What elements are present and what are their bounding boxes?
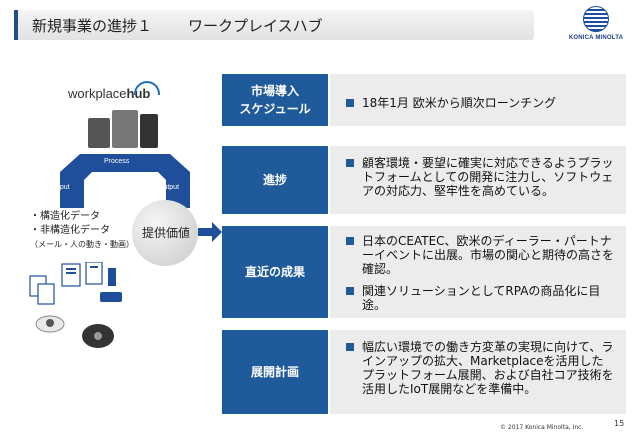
row-body-progress: 顧客環境・要望に確実に対応できるようプラットフォームとしての開発に注力し、ソフト…: [330, 146, 626, 214]
row-body-recent-results: 日本のCEATEC、欧米のディーラー・パートナーイベントに出展。市場の関心と期待…: [330, 226, 626, 318]
company-logo: KONICA MINOLTA: [560, 6, 632, 50]
brand-plain: workplace: [68, 86, 127, 101]
company-logo-text: KONICA MINOLTA: [568, 35, 624, 41]
bullet-item: 幅広い環境での働き方変革の実現に向けて、ラインアップの拡大、Marketplac…: [344, 340, 614, 396]
globe-logo-icon: [583, 6, 609, 32]
row-label-text: 進捗: [262, 173, 287, 187]
data-item-unstructured: ・非構造化データ: [30, 225, 110, 236]
slide-title: 新規事業の進捗１ ワークプレイスハブ: [32, 15, 323, 36]
title-bar: [14, 10, 534, 40]
row-label-text: 展開計画: [250, 365, 299, 379]
row-label-text: 市場導入 スケジュール: [239, 84, 311, 116]
process-diagram: [60, 154, 190, 208]
data-note: （メール・人の動き・動画）: [30, 240, 134, 249]
row-body-plan: 幅広い環境での働き方変革の実現に向けて、ラインアップの拡大、Marketplac…: [330, 330, 626, 414]
value-bubble-label: 提供価値: [141, 226, 190, 240]
row-body-schedule: 18年1月 欧米から順次ローンチング: [330, 74, 626, 126]
right-arrow-icon: [198, 222, 222, 242]
row-label-recent-results: 直近の成果: [222, 226, 328, 318]
slide-title-sub: ワークプレイスハブ: [188, 17, 323, 35]
bullet-item: 18年1月 欧米から順次ローンチング: [344, 96, 614, 110]
bullet-item: 日本のCEATEC、欧米のディーラー・パートナーイベントに出展。市場の関心と期待…: [344, 234, 614, 276]
data-item-structured: ・構造化データ: [30, 211, 100, 222]
row-label-plan: 展開計画: [222, 330, 328, 414]
data-source-icons: [29, 262, 122, 348]
bullet-item: 関連ソリューションとしてRPAの商品化に目途。: [344, 284, 614, 312]
workplace-hub-logo: workplacehub: [68, 81, 160, 101]
input-label: Input: [54, 184, 70, 191]
process-label: Process: [104, 158, 130, 165]
tower-device-icon: [140, 114, 158, 148]
title-accent-bar: [14, 10, 18, 40]
footer-copyright: © 2017 Konica Minolta, Inc.: [500, 424, 584, 431]
value-bubble: [132, 200, 198, 266]
page-number: 15: [614, 419, 625, 428]
slide-header: 新規事業の進捗１ ワークプレイスハブ KONICA MINOLTA: [0, 0, 640, 52]
slide-title-main: 新規事業の進捗１: [32, 17, 153, 35]
row-label-progress: 進捗: [222, 146, 328, 214]
brand-arc-icon: [134, 81, 160, 95]
row-label-schedule: 市場導入 スケジュール: [222, 74, 328, 126]
server-device-icon: [88, 118, 110, 148]
bullet-item: 顧客環境・要望に確実に対応できるようプラットフォームとしての開発に注力し、ソフト…: [344, 156, 614, 198]
row-label-text: 直近の成果: [244, 265, 305, 279]
printer-device-icon: [112, 110, 138, 148]
output-label: Output: [158, 184, 180, 191]
data-type-list: ・構造化データ ・非構造化データ （メール・人の動き・動画）: [30, 210, 134, 252]
